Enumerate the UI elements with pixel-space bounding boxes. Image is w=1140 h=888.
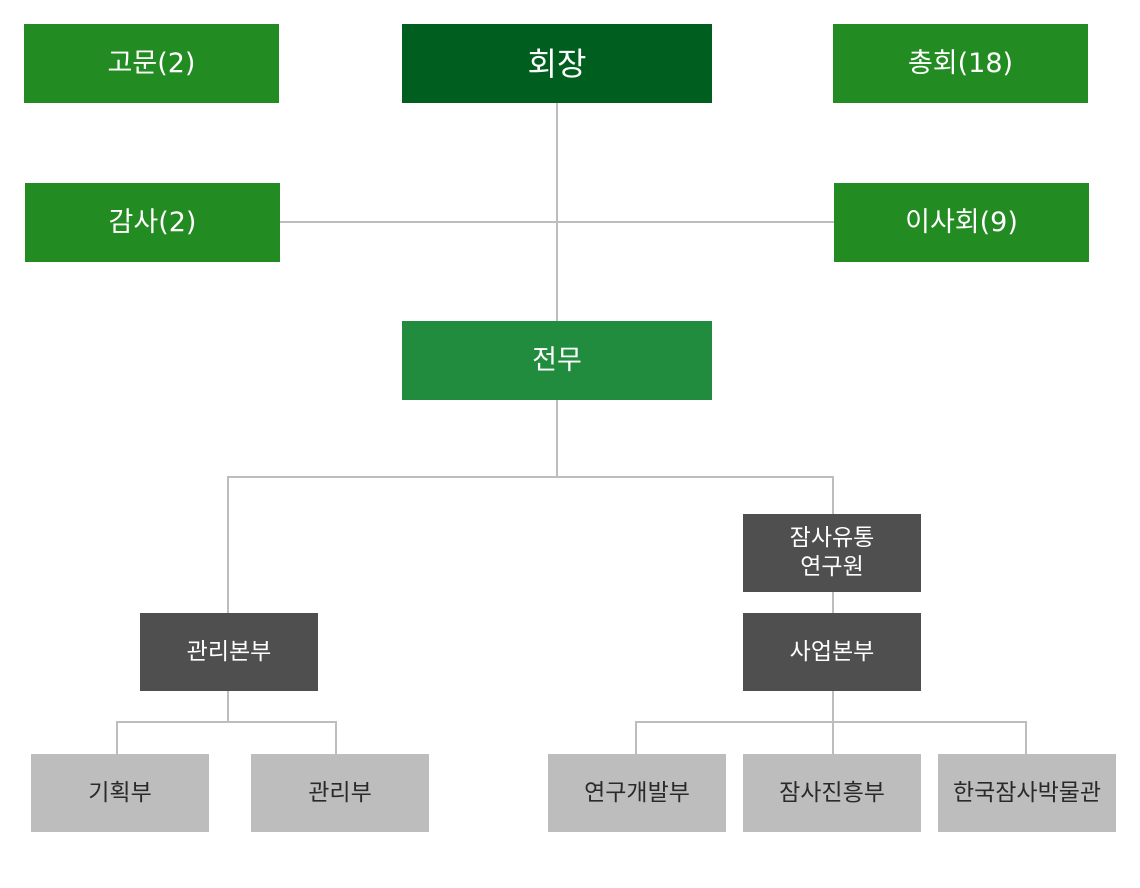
rnd-department-box: 연구개발부: [548, 754, 726, 832]
planning-department-box: 기획부: [31, 754, 209, 832]
board-box: 이사회(9): [834, 183, 1089, 262]
connector-institute-to-business: [832, 591, 834, 613]
silk-museum-box: 한국잠사박물관: [938, 754, 1116, 832]
connector-management-down: [227, 690, 229, 722]
advisor-box: 고문(2): [24, 24, 279, 103]
business-division-box: 사업본부: [743, 613, 921, 691]
connector-auditor-board: [279, 221, 834, 223]
connector-to-planning: [116, 721, 118, 754]
connector-to-rnd: [635, 721, 637, 754]
connector-to-admin: [335, 721, 337, 754]
connector-divisions-horizontal: [227, 476, 834, 478]
sericulture-promotion-department-box: 잠사진흥부: [743, 754, 921, 832]
general-meeting-box: 총회(18): [833, 24, 1088, 103]
connector-to-research-institute: [832, 476, 834, 514]
connector-to-management: [227, 476, 229, 613]
research-institute-box: 잠사유통 연구원: [743, 514, 921, 592]
connector-executive-down: [556, 399, 558, 477]
management-division-box: 관리본부: [140, 613, 318, 691]
connector-management-departments: [116, 721, 337, 723]
executive-box: 전무: [402, 321, 712, 400]
auditor-box: 감사(2): [25, 183, 280, 262]
chairman-box: 회장: [402, 24, 712, 103]
admin-department-box: 관리부: [251, 754, 429, 832]
connector-business-departments: [635, 721, 1027, 723]
connector-to-museum: [1025, 721, 1027, 754]
connector-chairman-to-executive: [556, 102, 558, 321]
